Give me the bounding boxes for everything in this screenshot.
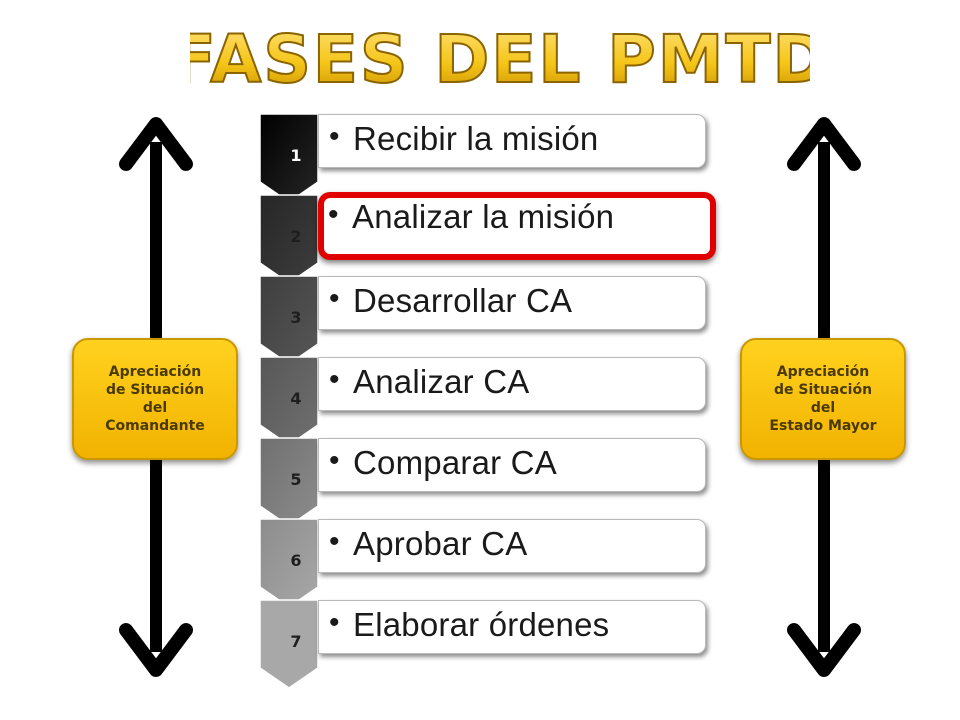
step-label-4: Analizar CA — [329, 363, 529, 401]
step-chevron-3 — [259, 275, 319, 365]
step-number-7: 7 — [290, 632, 302, 651]
step-label-6: Aprobar CA — [329, 525, 527, 563]
page-title-text: FASES DEL PMTD — [190, 21, 810, 98]
step-label-1: Recibir la misión — [329, 120, 598, 158]
step-box-6: Aprobar CA — [318, 519, 706, 573]
staff-assessment-box: Apreciación de Situación del Estado Mayo… — [740, 338, 906, 460]
step-chevron-4 — [259, 356, 319, 446]
step-box-1: Recibir la misión — [318, 114, 706, 168]
commander-assessment-box: Apreciación de Situación del Comandante — [72, 338, 238, 460]
step-chevron-1 — [259, 113, 319, 203]
step-box-7: Elaborar órdenes — [318, 600, 706, 654]
step-label-2: Analizar la misión — [328, 198, 614, 236]
step-box-5: Comparar CA — [318, 438, 706, 492]
step-number-1: 1 — [290, 146, 302, 165]
step-box-2: Analizar la misión — [318, 192, 716, 260]
page-title: FASES DEL PMTD — [190, 20, 810, 98]
step-number-3: 3 — [290, 308, 302, 327]
step-label-3: Desarrollar CA — [329, 282, 572, 320]
step-number-6: 6 — [290, 551, 302, 570]
step-chevron-2 — [259, 194, 319, 284]
staff-assessment-label: Apreciación de Situación del Estado Mayo… — [769, 364, 877, 434]
step-chevron-7 — [259, 599, 319, 689]
step-label-5: Comparar CA — [329, 444, 557, 482]
step-chevron-6 — [259, 518, 319, 608]
step-number-5: 5 — [290, 470, 302, 489]
step-number-4: 4 — [290, 389, 302, 408]
step-chevron-5 — [259, 437, 319, 527]
commander-assessment-label: Apreciación de Situación del Comandante — [105, 364, 205, 434]
step-label-7: Elaborar órdenes — [329, 606, 609, 644]
step-box-3: Desarrollar CA — [318, 276, 706, 330]
step-number-2: 2 — [290, 227, 302, 246]
step-box-4: Analizar CA — [318, 357, 706, 411]
